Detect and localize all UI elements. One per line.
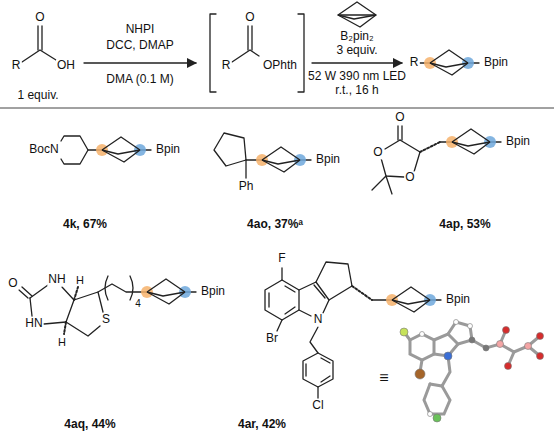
reagent: B₂pin₂	[340, 30, 373, 43]
atom-label: O	[7, 277, 18, 290]
repeat-count: 4	[135, 298, 141, 309]
equiv-note: 1 equiv.	[17, 89, 58, 102]
crystal-structure	[400, 320, 544, 423]
atom-label: H	[57, 336, 67, 348]
atom-label: O	[34, 11, 45, 24]
reagent: DCC, DMAP	[106, 39, 173, 52]
atom-label: Bpin	[155, 143, 181, 156]
condition: 52 W 390 nm LED	[308, 70, 406, 83]
atom-label: Br	[265, 332, 279, 345]
atom-label: R	[409, 56, 420, 69]
atom-label: Cl	[311, 399, 324, 412]
atom-label: Bpin	[200, 285, 226, 298]
atom-label: Bpin	[483, 56, 509, 69]
atom-label: R	[11, 59, 22, 72]
atom-label: F	[277, 252, 286, 265]
atom-label: OPhth	[262, 59, 298, 72]
atom-label: NH	[47, 273, 66, 286]
atom-label: O	[372, 146, 383, 159]
atom-label: Bpin	[315, 153, 341, 166]
atom-label: S	[101, 313, 111, 326]
equivalence-sign: ≡	[379, 369, 388, 387]
reagent: NHPI	[126, 23, 155, 36]
condition: r.t., 16 h	[335, 84, 378, 97]
atom-label: Bpin	[505, 135, 531, 148]
compound-caption: 4ar, 42%	[238, 418, 286, 431]
atom-label: OH	[56, 59, 76, 72]
atom-label: BocN	[28, 143, 59, 156]
compound-caption: 4aq, 44%	[64, 418, 115, 431]
atom-label: O	[404, 171, 415, 184]
atom-label: Ph	[238, 180, 255, 193]
atom-label: O	[394, 111, 405, 124]
atom-label: N	[313, 313, 324, 326]
atom-label: H	[75, 274, 85, 286]
atom-label: HN	[24, 317, 43, 330]
compound-caption: 4ap, 53%	[439, 218, 490, 231]
equiv-note: 3 equiv.	[336, 44, 377, 57]
atom-label: R	[221, 59, 232, 72]
atom-label: Bpin	[445, 293, 471, 306]
atom-label: O	[244, 11, 255, 24]
compound-caption: 4k, 67%	[63, 218, 107, 231]
condition: DMA (0.1 M)	[106, 73, 173, 86]
compound-caption: 4ao, 37%ᵃ	[247, 218, 303, 231]
